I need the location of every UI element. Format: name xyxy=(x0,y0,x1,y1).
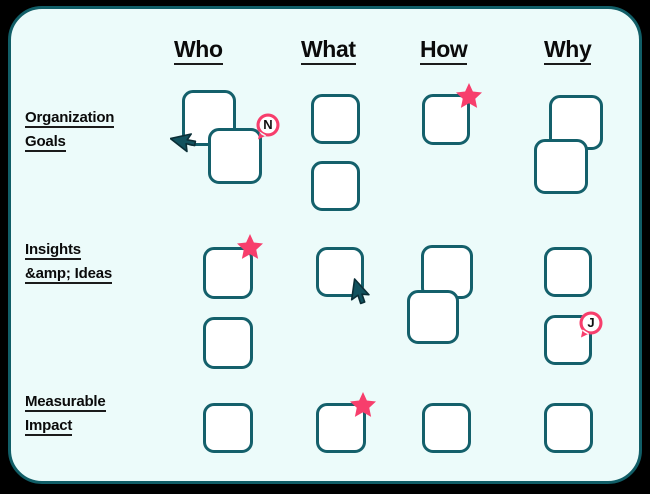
sticky-card[interactable] xyxy=(407,290,459,344)
row-label-line: Measurable xyxy=(25,393,106,412)
row-label-line: Organization xyxy=(25,109,115,128)
sticky-card[interactable] xyxy=(544,403,593,453)
star-icon[interactable] xyxy=(235,232,265,262)
whiteboard-canvas: Who What How Why Organization Goals Insi… xyxy=(8,6,642,484)
column-header-how[interactable]: How xyxy=(420,37,468,66)
row-label-line: Insights xyxy=(25,241,81,260)
row-label-measurable-impact[interactable]: Measurable Impact xyxy=(25,394,106,442)
sticky-card[interactable] xyxy=(544,247,592,297)
collaborator-pin[interactable]: J xyxy=(579,311,607,341)
row-label-line: &amp; Ideas xyxy=(25,265,112,284)
sticky-card[interactable] xyxy=(544,315,592,365)
row-label-line: Impact xyxy=(25,417,73,436)
pin-marker-icon xyxy=(579,311,607,346)
row-label-line: Goals xyxy=(25,133,66,152)
pin-marker-icon xyxy=(256,113,284,148)
pin-initial: N xyxy=(263,117,273,132)
row-label-organization-goals[interactable]: Organization Goals xyxy=(25,110,114,158)
mouse-cursor-icon[interactable] xyxy=(347,277,375,307)
sticky-card[interactable] xyxy=(534,139,588,194)
sticky-card[interactable] xyxy=(316,403,366,453)
row-label-insights-ideas[interactable]: Insights &amp; Ideas xyxy=(25,242,112,290)
sticky-card[interactable] xyxy=(316,247,364,297)
sticky-card[interactable] xyxy=(311,161,360,211)
column-header-what[interactable]: What xyxy=(301,37,356,66)
column-header-who[interactable]: Who xyxy=(174,37,223,66)
sticky-card[interactable] xyxy=(311,94,360,144)
sticky-card[interactable] xyxy=(203,403,253,453)
star-icon[interactable] xyxy=(454,81,484,111)
sticky-card[interactable] xyxy=(203,317,253,369)
collaborator-pin[interactable]: N xyxy=(256,113,284,143)
sticky-card[interactable] xyxy=(208,128,262,184)
pin-initial: J xyxy=(587,315,595,330)
mouse-cursor-icon[interactable] xyxy=(170,125,198,155)
sticky-card[interactable] xyxy=(422,403,471,453)
star-icon[interactable] xyxy=(348,390,378,420)
column-header-why[interactable]: Why xyxy=(544,37,592,66)
